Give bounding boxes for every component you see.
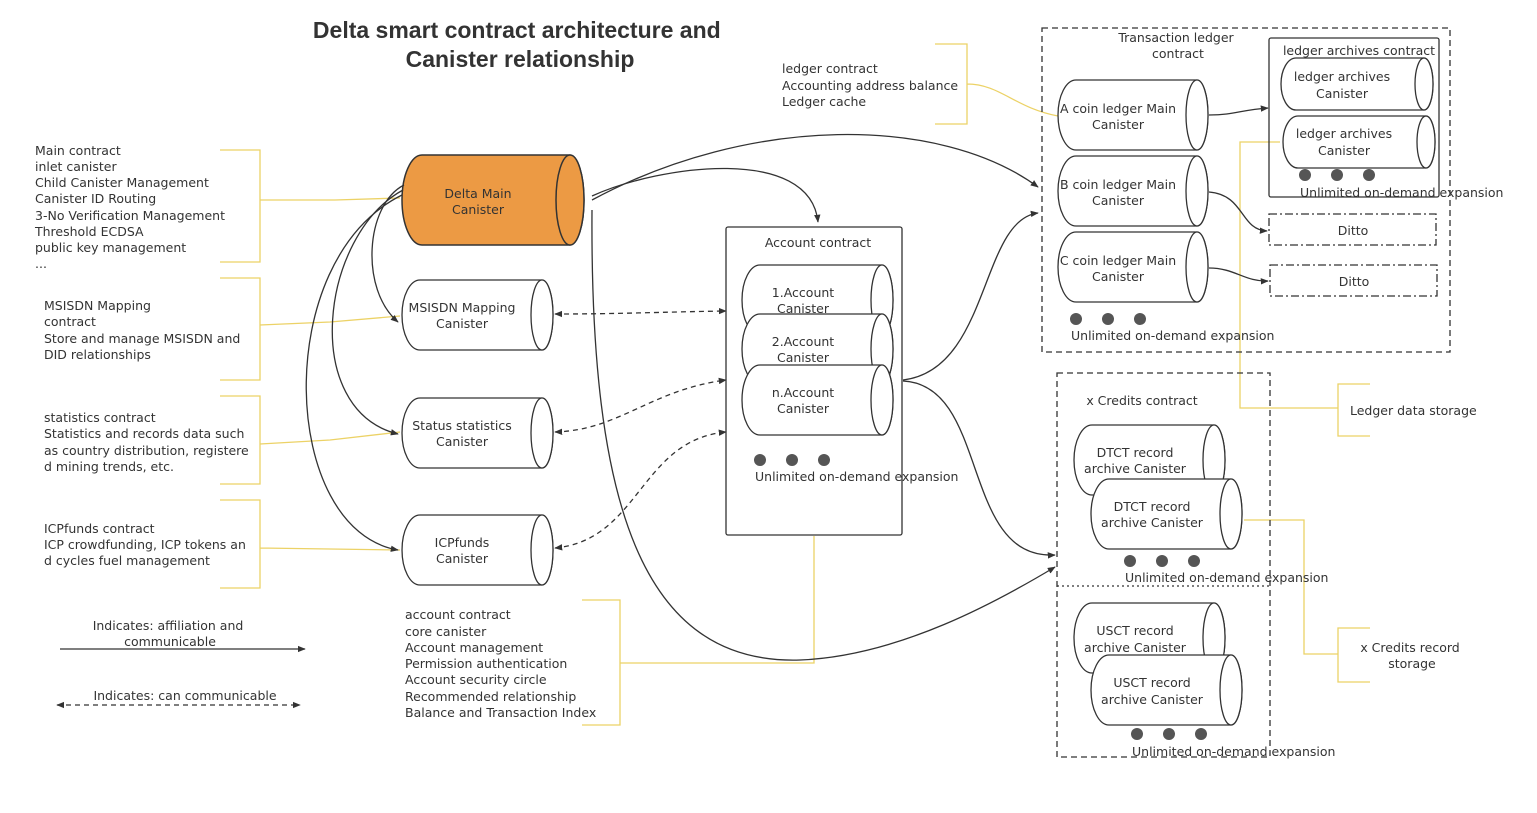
annotation-credits-storage: x Credits record storage xyxy=(1360,640,1463,671)
arrow-main-to-ledger xyxy=(591,133,1039,201)
bracket-main xyxy=(220,149,401,263)
arrow-main-to-icpfunds xyxy=(305,194,403,552)
expansion-dots-usct xyxy=(1131,728,1207,740)
ditto-label-1: Ditto xyxy=(1338,223,1369,238)
ditto-box-1 xyxy=(1268,213,1437,246)
annotation-msisdn: MSISDN Mapping contract Store and manage… xyxy=(44,298,244,362)
arrow-coin-b-to-ditto xyxy=(1208,191,1268,234)
bracket-msisdn xyxy=(220,277,401,381)
arrow-main-to-msisdn xyxy=(371,184,405,323)
expansion-dots-dtct xyxy=(1124,555,1200,567)
expansion-text-ledger: Unlimited on-demand expansion xyxy=(1071,328,1274,343)
expansion-text-usct: Unlimited on-demand expansion xyxy=(1132,744,1335,759)
ditto-label-2: Ditto xyxy=(1339,274,1370,289)
expansion-text-dtct: Unlimited on-demand expansion xyxy=(1125,570,1328,585)
ditto-box-2 xyxy=(1269,264,1438,297)
account-contract-label: Account contract xyxy=(765,235,871,250)
expansion-text-archives: Unlimited on-demand expansion xyxy=(1300,185,1503,200)
ledger-archives-box xyxy=(1268,37,1440,198)
dashed-msisdn-account xyxy=(554,307,727,318)
annotation-account: account contract core canister Account m… xyxy=(405,607,596,720)
title-line-2: Canister relationship xyxy=(406,46,635,72)
bracket-credits-storage xyxy=(1244,519,1370,683)
bracket-statistics xyxy=(220,395,401,485)
arrow-main-to-status xyxy=(331,189,404,436)
legend-dashed-label: Indicates: can communicable xyxy=(93,688,276,703)
transaction-ledger-box xyxy=(1041,27,1451,353)
annotation-icpfunds: ICPfunds contract ICP crowdfunding, ICP … xyxy=(44,521,250,568)
dashed-status-account xyxy=(554,377,727,435)
annotation-ledger: ledger contract Accounting address balan… xyxy=(782,61,962,109)
arrow-main-to-account-contract xyxy=(591,167,821,223)
arrow-account-to-ledger xyxy=(902,210,1039,381)
annotation-statistics: statistics contract Statistics and recor… xyxy=(44,410,253,474)
arrow-account-to-credits xyxy=(902,380,1056,559)
transaction-ledger-label: Transaction ledger contract xyxy=(1117,30,1237,61)
bracket-icpfunds xyxy=(220,499,401,589)
expansion-dots-account xyxy=(754,454,830,466)
ledger-archives-label: ledger archives contract xyxy=(1283,43,1435,58)
expansion-text-account: Unlimited on-demand expansion xyxy=(755,469,958,484)
expansion-dots-ledger xyxy=(1070,313,1146,325)
arrow-coin-a-to-archives xyxy=(1208,105,1269,116)
credits-contract-label: x Credits contract xyxy=(1086,393,1197,408)
credits-contract-box xyxy=(1056,372,1271,758)
bracket-ledger xyxy=(935,43,1059,125)
bracket-account xyxy=(582,536,815,726)
annotation-main: Main contract inlet canister Child Canis… xyxy=(34,143,229,271)
expansion-dots-archives xyxy=(1299,169,1375,181)
title-line-1: Delta smart contract architecture and xyxy=(313,17,721,43)
diagram-title: Delta smart contract architecture and Ca… xyxy=(313,17,727,72)
arrow-coin-c-to-ditto xyxy=(1208,267,1269,285)
legend-solid-label: Indicates: affiliation and communicable xyxy=(93,618,248,649)
dashed-icpfunds-account xyxy=(554,429,727,551)
annotation-ledger-storage: Ledger data storage xyxy=(1350,403,1477,418)
